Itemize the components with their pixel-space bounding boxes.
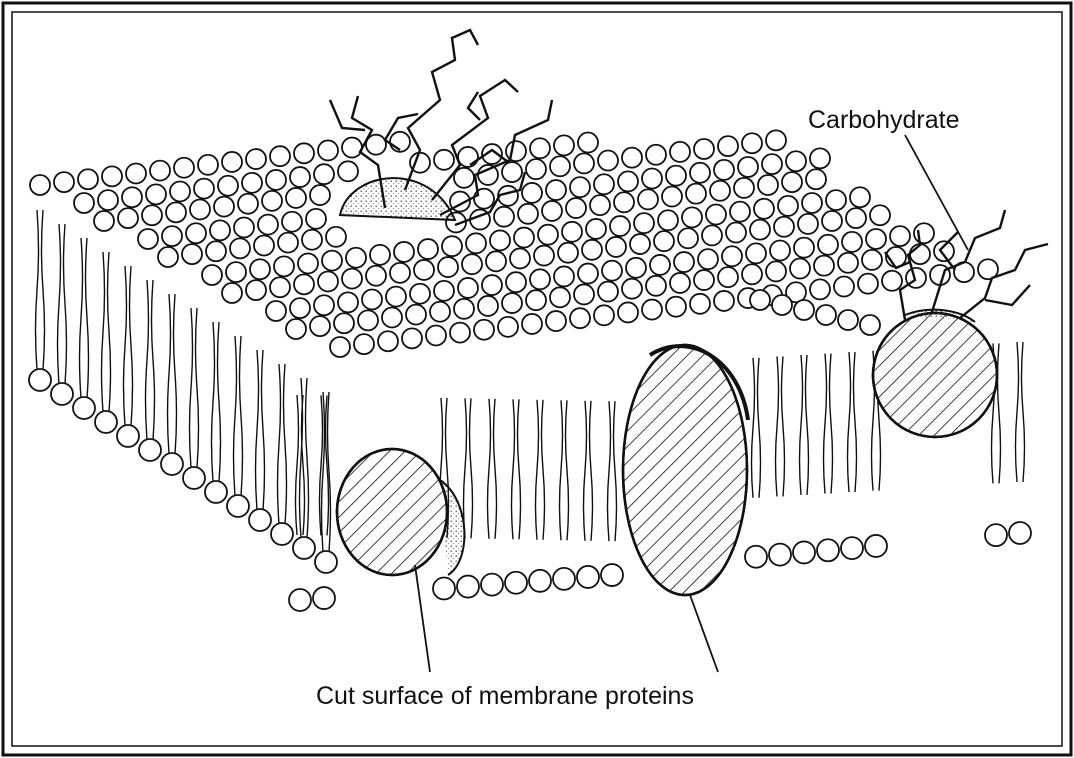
transmembrane-protein-left [337, 449, 464, 575]
label-carbohydrate: Carbohydrate [808, 106, 959, 134]
protein-leader-right [690, 595, 718, 672]
top-lipid-heads [30, 130, 998, 357]
protein-leader-left [415, 565, 430, 672]
transmembrane-protein-center [623, 345, 748, 595]
label-membrane-proteins: Cut surface of membrane proteins [316, 682, 694, 710]
